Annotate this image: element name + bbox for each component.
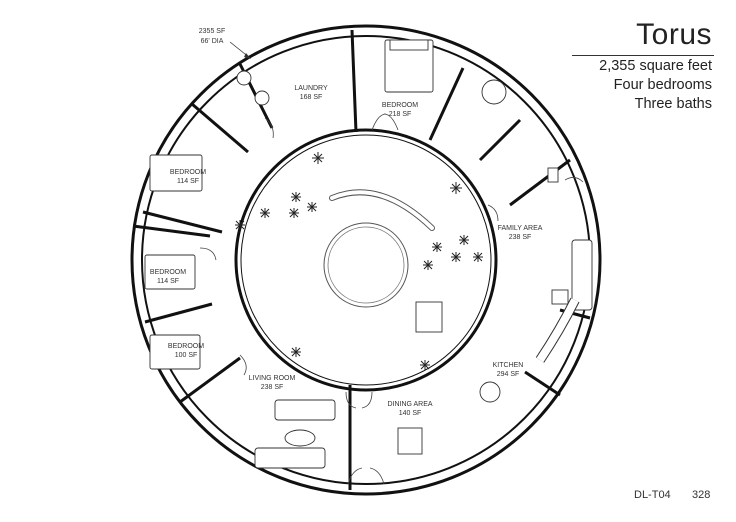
room-name-bedroom-2: BEDROOM xyxy=(170,169,206,176)
room-area-dining-area: 140 SF xyxy=(399,410,422,417)
dryer xyxy=(236,70,252,86)
plan-bedrooms: Four bedrooms xyxy=(613,77,712,93)
room-area-bedroom-4: 100 SF xyxy=(175,352,198,359)
table-dining xyxy=(397,427,423,455)
table-courtyard xyxy=(415,301,443,333)
bath-tub xyxy=(481,79,507,105)
toilet xyxy=(547,167,559,183)
outer-wall xyxy=(130,24,602,496)
furniture xyxy=(144,39,593,469)
outer-wall-inner-line xyxy=(141,35,591,485)
coffee-table xyxy=(284,429,316,447)
page-number: 328 xyxy=(692,489,711,501)
room-name-master-bedroom: BEDROOM xyxy=(382,102,418,109)
room-name-dining-area: DINING AREA xyxy=(387,401,432,408)
central-pond xyxy=(323,222,409,308)
room-area-laundry: 168 SF xyxy=(300,94,323,101)
sofa-living-1 xyxy=(274,399,336,421)
room-area-family-area: 238 SF xyxy=(509,234,532,241)
room-area-master-bedroom: 218 SF xyxy=(389,111,412,118)
courtyard-wall xyxy=(234,128,498,392)
central-pond-inner xyxy=(327,226,405,304)
sofa-living-2 xyxy=(254,447,326,469)
room-area-bedroom-2: 114 SF xyxy=(177,178,199,185)
plan-title: Torus xyxy=(636,18,712,51)
room-name-bedroom-3: BEDROOM xyxy=(150,269,186,276)
dome-area: 2355 SF xyxy=(199,28,225,35)
room-name-bedroom-4: BEDROOM xyxy=(168,343,204,350)
bed-west-2 xyxy=(144,254,196,290)
room-name-living-room: LIVING ROOM xyxy=(249,375,296,382)
bed-west-3 xyxy=(149,334,201,370)
plan-baths: Three baths xyxy=(634,96,712,112)
title-divider xyxy=(572,55,714,56)
drawing-code: DL-T04 xyxy=(634,489,671,501)
room-name-kitchen: KITCHEN xyxy=(493,362,524,369)
courtyard-wall-inner xyxy=(240,134,492,386)
washer xyxy=(254,90,270,106)
room-area-bedroom-3: 114 SF xyxy=(157,278,179,285)
room-labels: LAUNDRY 168 SF BEDROOM 218 SF BEDROOM 11… xyxy=(150,85,543,417)
sofa-family xyxy=(571,239,593,311)
courtyard-plants xyxy=(235,152,483,370)
room-area-living-room: 238 SF xyxy=(261,384,284,391)
room-area-kitchen: 294 SF xyxy=(497,371,520,378)
room-name-laundry: LAUNDRY xyxy=(294,85,328,92)
dome-annotation: 2355 SF 66' DIA xyxy=(199,28,251,59)
plan-square-feet: 2,355 square feet xyxy=(599,58,712,74)
armchair-family xyxy=(551,289,569,305)
door-swings xyxy=(199,113,584,485)
bed-west-1 xyxy=(149,154,203,192)
room-name-family-area: FAMILY AREA xyxy=(498,225,543,232)
kitchen-island xyxy=(479,381,501,403)
dome-diameter: 66' DIA xyxy=(201,38,224,45)
